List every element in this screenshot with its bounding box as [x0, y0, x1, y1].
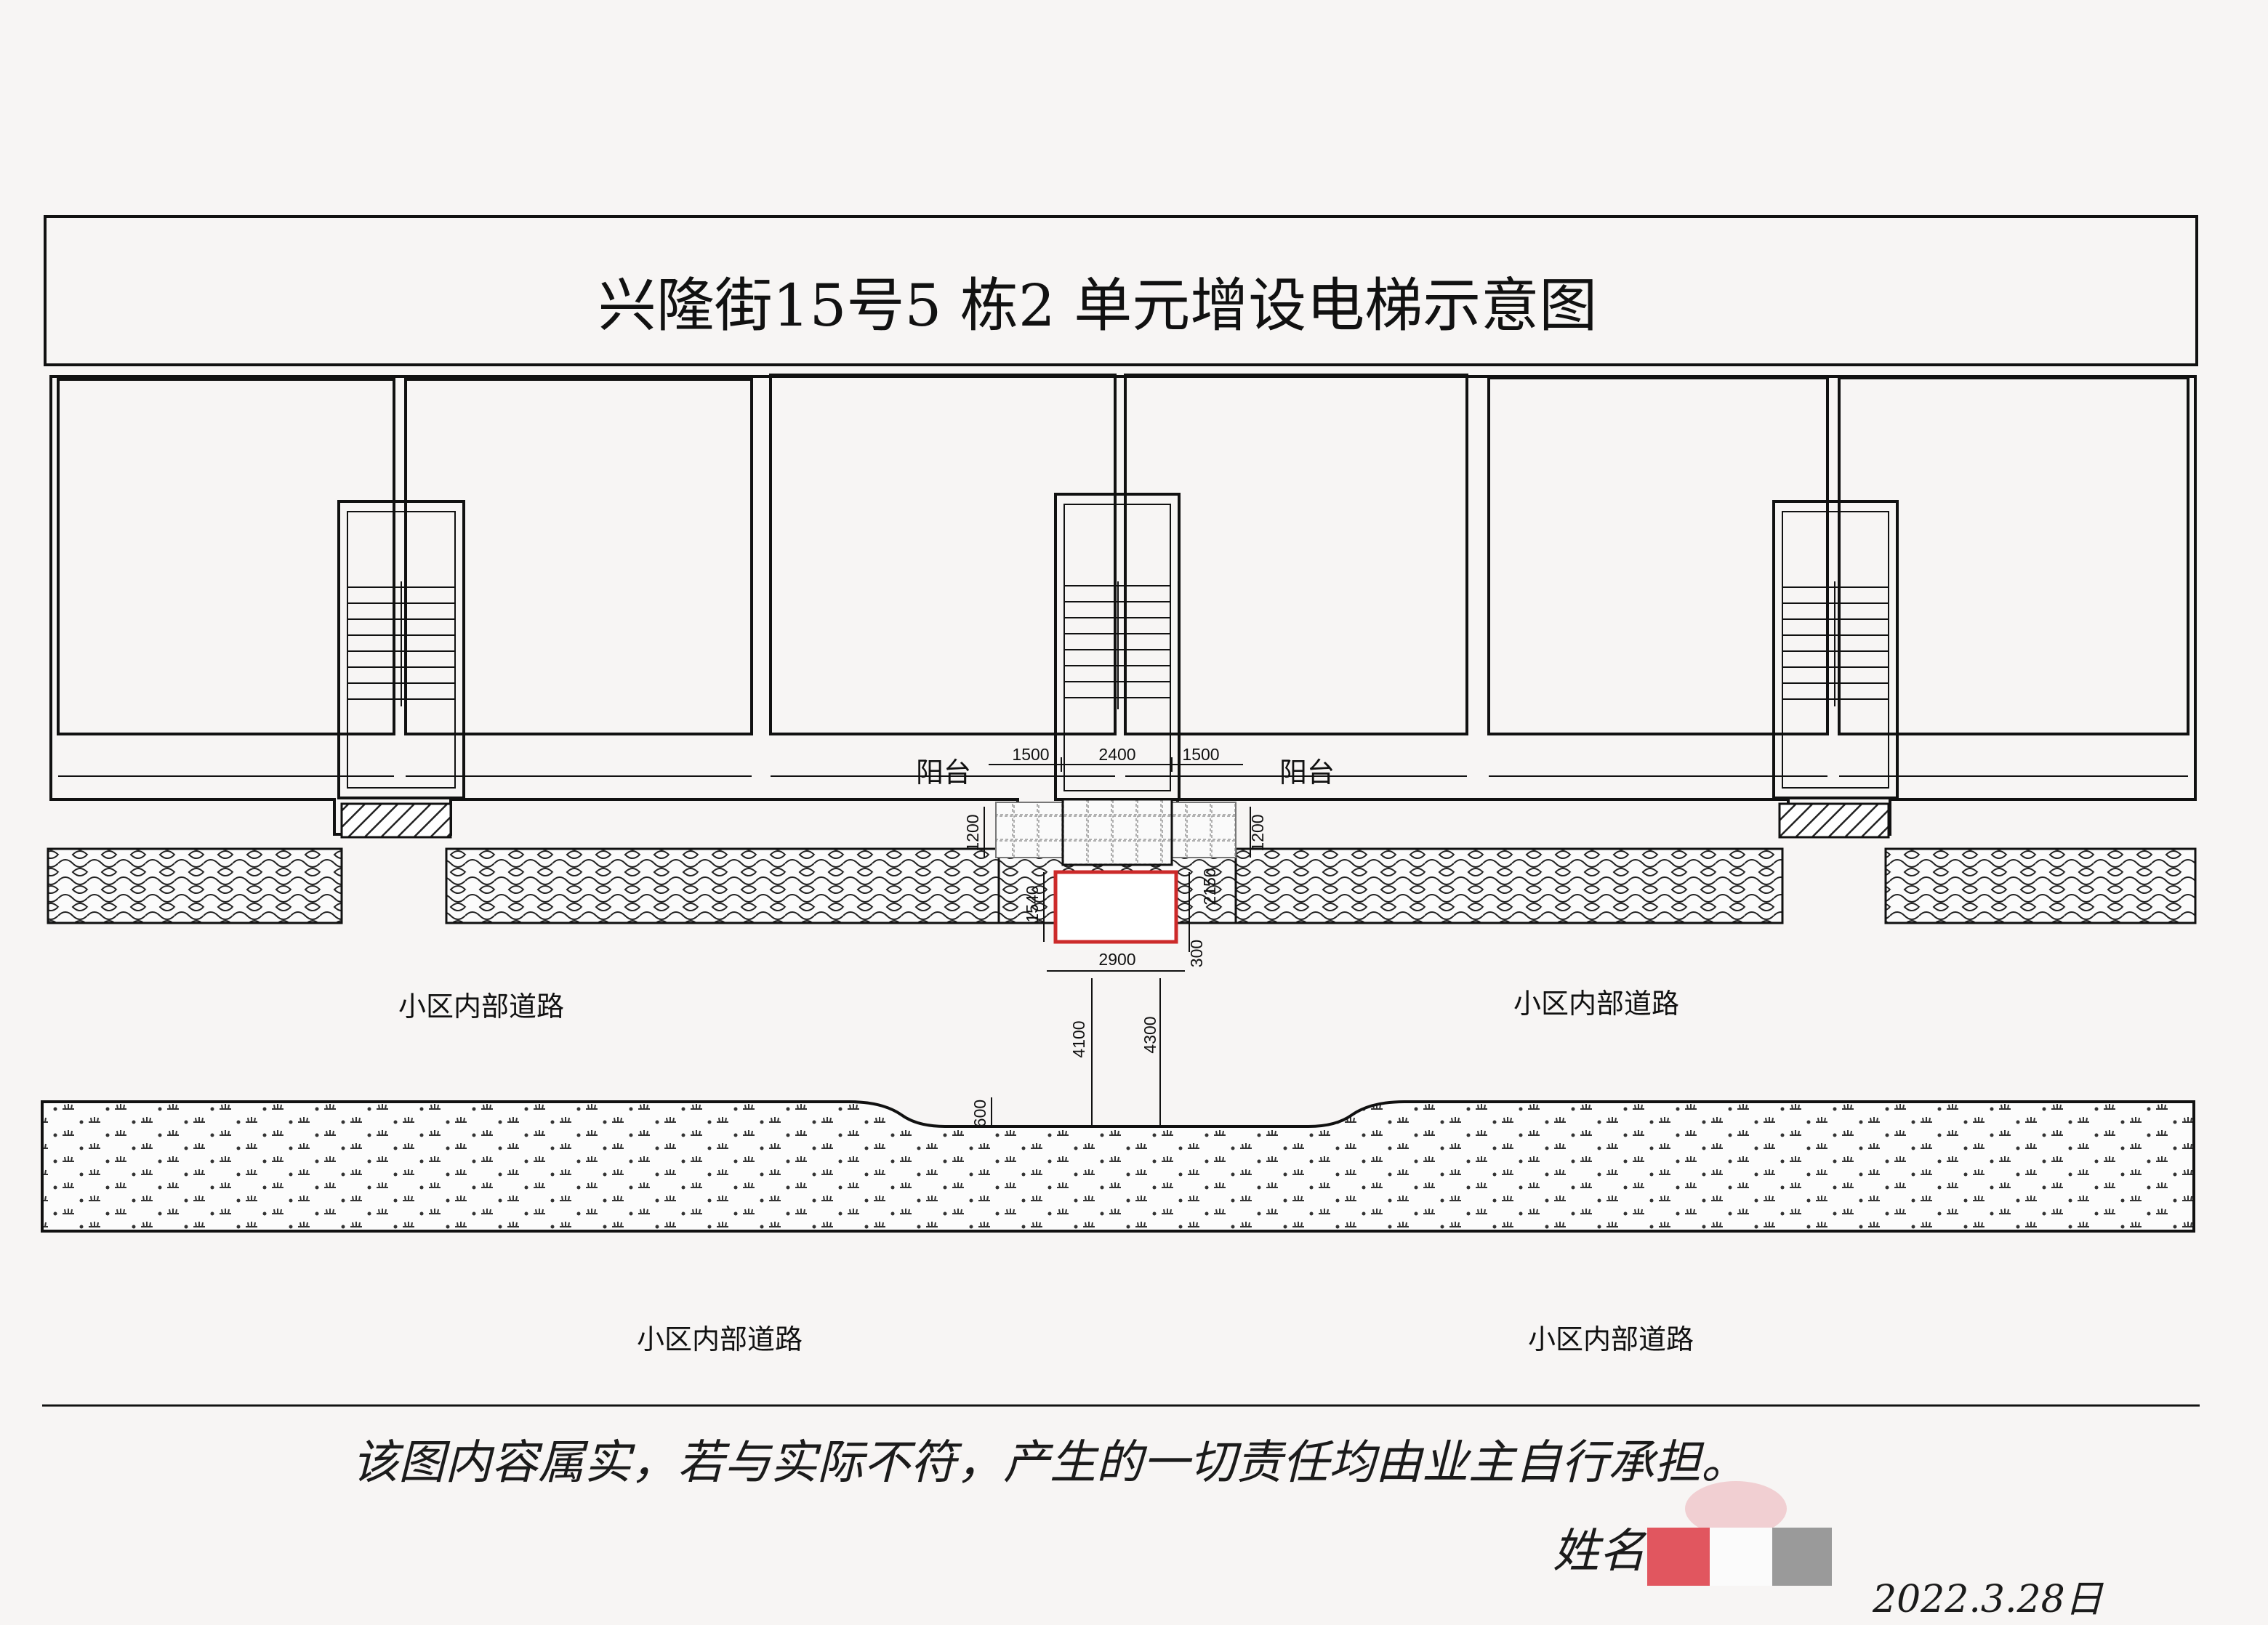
elevator-shaft — [1053, 870, 1178, 944]
dim-1500-right: 1500 — [1182, 745, 1219, 764]
redaction-gray — [1772, 1528, 1832, 1586]
rooms — [57, 374, 2189, 735]
dim-300: 300 — [1187, 940, 1206, 967]
title-frame — [44, 215, 2198, 366]
road-label-lower-left: 小区内部道路 — [637, 1325, 803, 1355]
seal-stamp — [1685, 1481, 1787, 1536]
room-1 — [57, 378, 395, 735]
balcony-label-left: 阳台 — [916, 758, 971, 789]
redaction-red — [1647, 1528, 1710, 1586]
dim-2900: 2900 — [1098, 950, 1135, 969]
page-title: 兴隆街15号5 栋2 单元增设电梯示意图 — [598, 272, 1597, 339]
redaction-white — [1710, 1528, 1772, 1586]
handwritten-statement: 该图内容属实，若与实际不符，产生的一切责任均由业主自行承担。 — [352, 1436, 1748, 1490]
dim-600: 600 — [970, 1100, 989, 1127]
stairwell-left — [337, 500, 465, 839]
room-4 — [1124, 374, 1468, 735]
road-label-lower-right: 小区内部道路 — [1528, 1325, 1694, 1355]
dim-4300: 4300 — [1141, 1016, 1159, 1053]
road-label-upper-left: 小区内部道路 — [398, 992, 564, 1023]
room-6 — [1838, 376, 2189, 735]
dim-1200-left: 1200 — [963, 814, 982, 851]
balcony-label-right: 阳台 — [1279, 758, 1335, 789]
room-5 — [1487, 376, 1829, 735]
stairwell-right — [1772, 500, 1899, 839]
handwritten-date: 2022.3.28日 — [1872, 1578, 2104, 1621]
dim-2400: 2400 — [1098, 745, 1135, 764]
dim-1540: 1540 — [1023, 885, 1042, 922]
room-3 — [769, 374, 1117, 735]
dim-1200-right: 1200 — [1248, 814, 1267, 851]
dim-1500-left: 1500 — [1012, 745, 1049, 764]
paving-strip — [47, 847, 2197, 924]
dim-4100: 4100 — [1069, 1020, 1088, 1057]
road-label-upper-right: 小区内部道路 — [1513, 989, 1679, 1020]
green-belt — [41, 1100, 2195, 1233]
dimension-lines — [984, 757, 1251, 1126]
elevator-addition — [995, 798, 1236, 944]
signature-label: 姓名 — [1553, 1525, 1647, 1578]
room-2 — [404, 378, 753, 735]
dim-2150: 2150 — [1200, 868, 1219, 905]
